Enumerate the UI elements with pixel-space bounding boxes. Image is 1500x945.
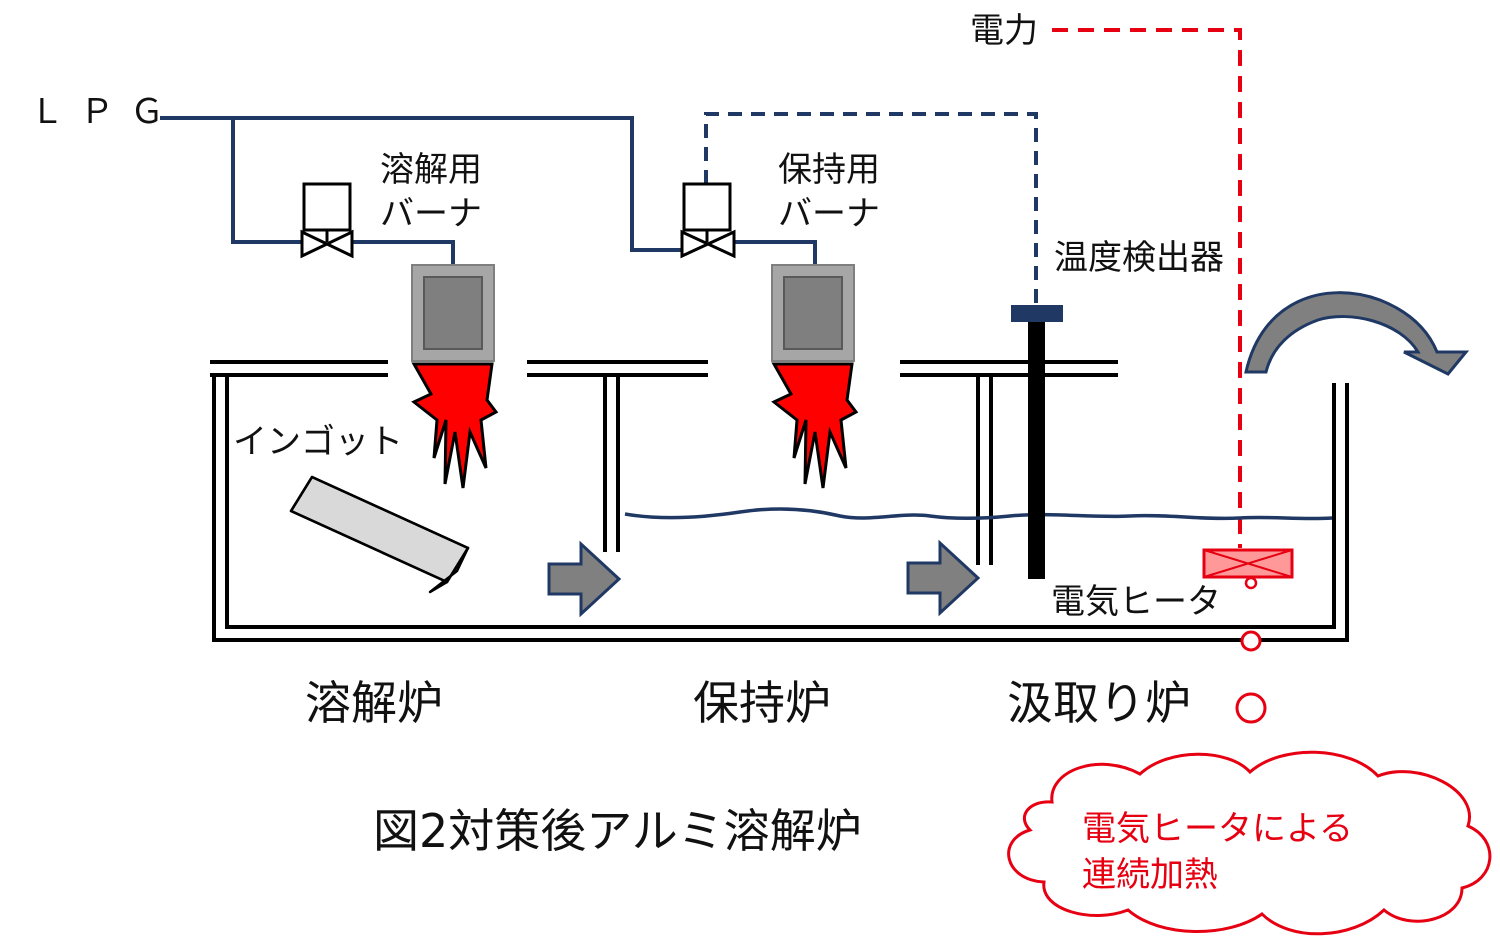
valve-icon xyxy=(300,182,354,259)
burner-icon xyxy=(411,264,495,362)
melting-furnace-label: 溶解炉 xyxy=(305,676,443,730)
electric-heater-label: 電気ヒータ xyxy=(1051,582,1221,622)
holding-burner-label: 保持用 バーナ xyxy=(778,150,880,234)
burner-icon xyxy=(771,264,855,362)
ingot-icon xyxy=(289,475,470,594)
lpg-label: ＬＰＧ xyxy=(30,92,180,132)
flame-icon xyxy=(411,362,499,489)
pour-arrow-icon xyxy=(1244,291,1470,376)
melting-branch-pipe xyxy=(231,118,302,244)
callout-bubble-large xyxy=(1235,692,1267,724)
heater-icon xyxy=(1202,548,1294,590)
callout-text: 電気ヒータによる 連続加熱 xyxy=(1082,809,1353,895)
power-line xyxy=(1052,28,1242,548)
furnace-walls xyxy=(210,360,1349,642)
lpg-main-pipe xyxy=(160,116,682,252)
callout-bubble-small xyxy=(1240,630,1262,652)
figure-caption: 図2対策後アルミ溶解炉 xyxy=(373,804,862,858)
flame-icon xyxy=(771,362,859,489)
temperature-sensor-icon xyxy=(1011,305,1063,579)
flow-arrow-icon xyxy=(547,540,622,618)
ladle-furnace-label: 汲取り炉 xyxy=(1007,676,1191,730)
cloud-icon xyxy=(1007,750,1492,936)
power-label: 電力 xyxy=(970,11,1038,51)
valve-icon xyxy=(680,182,736,259)
ingot-label: インゴット xyxy=(233,422,403,462)
molten-surface-line xyxy=(624,507,1333,521)
flow-arrow-icon xyxy=(906,539,981,617)
holding-furnace-label: 保持炉 xyxy=(693,676,831,730)
temperature-sensor-label: 温度検出器 xyxy=(1054,238,1224,278)
melting-burner-label: 溶解用 バーナ xyxy=(380,150,482,234)
control-signal-line xyxy=(704,112,1038,306)
